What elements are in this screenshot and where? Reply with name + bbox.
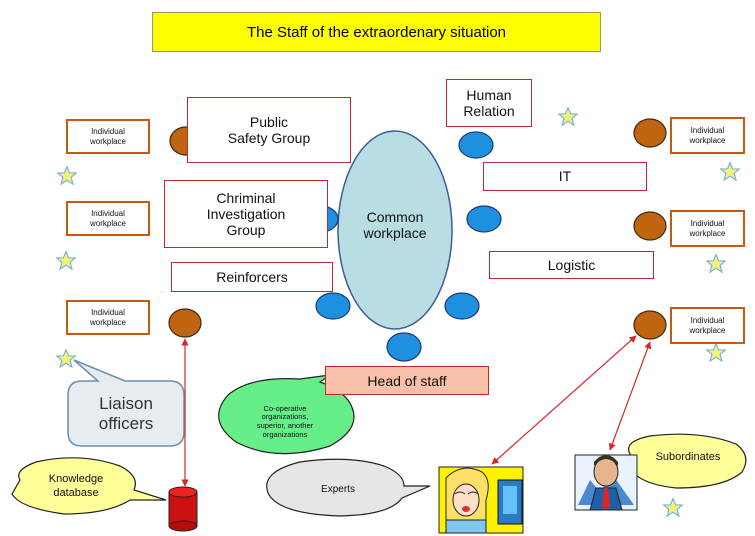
brown-seat	[168, 308, 202, 338]
it-box: IT	[483, 162, 647, 191]
human-relation-box: Human Relation	[446, 79, 532, 127]
blue-seat	[466, 205, 502, 233]
blue-seat	[458, 131, 494, 159]
cooperative-organizations-label: Co-operative organizations, superior, an…	[256, 403, 314, 439]
diagram-title: The Staff of the extraordenary situation	[152, 12, 601, 52]
expert-woman-icon	[438, 466, 524, 534]
individual-workplace-left-3: Individual workplace	[66, 300, 150, 335]
connection-arrows	[181, 335, 652, 487]
individual-workplace-right-2: Individual workplace	[670, 210, 745, 247]
individual-workplace-left-2: Individual workplace	[66, 201, 150, 236]
arrow-seat-to-subordinates	[608, 341, 652, 451]
blue-seat	[386, 332, 422, 362]
individual-workplace-right-3: Individual workplace	[670, 307, 745, 344]
star-icon	[56, 349, 76, 368]
individual-workplace-right-1: Individual workplace	[670, 117, 745, 154]
star-icon	[663, 498, 683, 517]
star-icon	[56, 251, 76, 270]
brown-seat	[633, 211, 667, 241]
star-icon	[720, 162, 740, 181]
experts-label: Experts	[321, 483, 355, 495]
public-safety-group-box: Public Safety Group	[187, 97, 351, 163]
arrow-seat-to-experts	[491, 335, 637, 465]
head-of-staff-box: Head of staff	[325, 366, 489, 395]
reinforcers-box: Reinforcers	[171, 262, 333, 292]
knowledge-callout-shape	[11, 457, 167, 515]
brown-seat	[633, 310, 667, 340]
common-workplace-table	[337, 130, 453, 330]
knowledge-database-label: Knowledge database	[48, 473, 104, 499]
liaison-officers-label: Liaison officers	[98, 393, 154, 433]
blue-seat	[444, 292, 480, 320]
database-icon	[168, 486, 198, 532]
criminal-investigation-group-box: Chriminal Investigation Group	[164, 180, 328, 248]
subordinates-label: Subordinates	[655, 451, 721, 463]
logistic-box: Logistic	[489, 251, 654, 279]
cooperative-callout-shape	[218, 374, 355, 455]
blue-seat	[315, 292, 351, 320]
star-icon	[57, 166, 77, 185]
star-icon	[706, 343, 726, 362]
experts-callout-shape	[266, 458, 431, 517]
brown-seat	[633, 118, 667, 148]
individual-workplace-left-1: Individual workplace	[66, 119, 150, 154]
common-workplace-label: Common workplace	[363, 209, 427, 241]
star-icon	[558, 107, 578, 126]
star-icon	[706, 254, 726, 273]
liaison-callout-shape	[67, 359, 185, 447]
subordinate-man-icon	[574, 454, 638, 511]
